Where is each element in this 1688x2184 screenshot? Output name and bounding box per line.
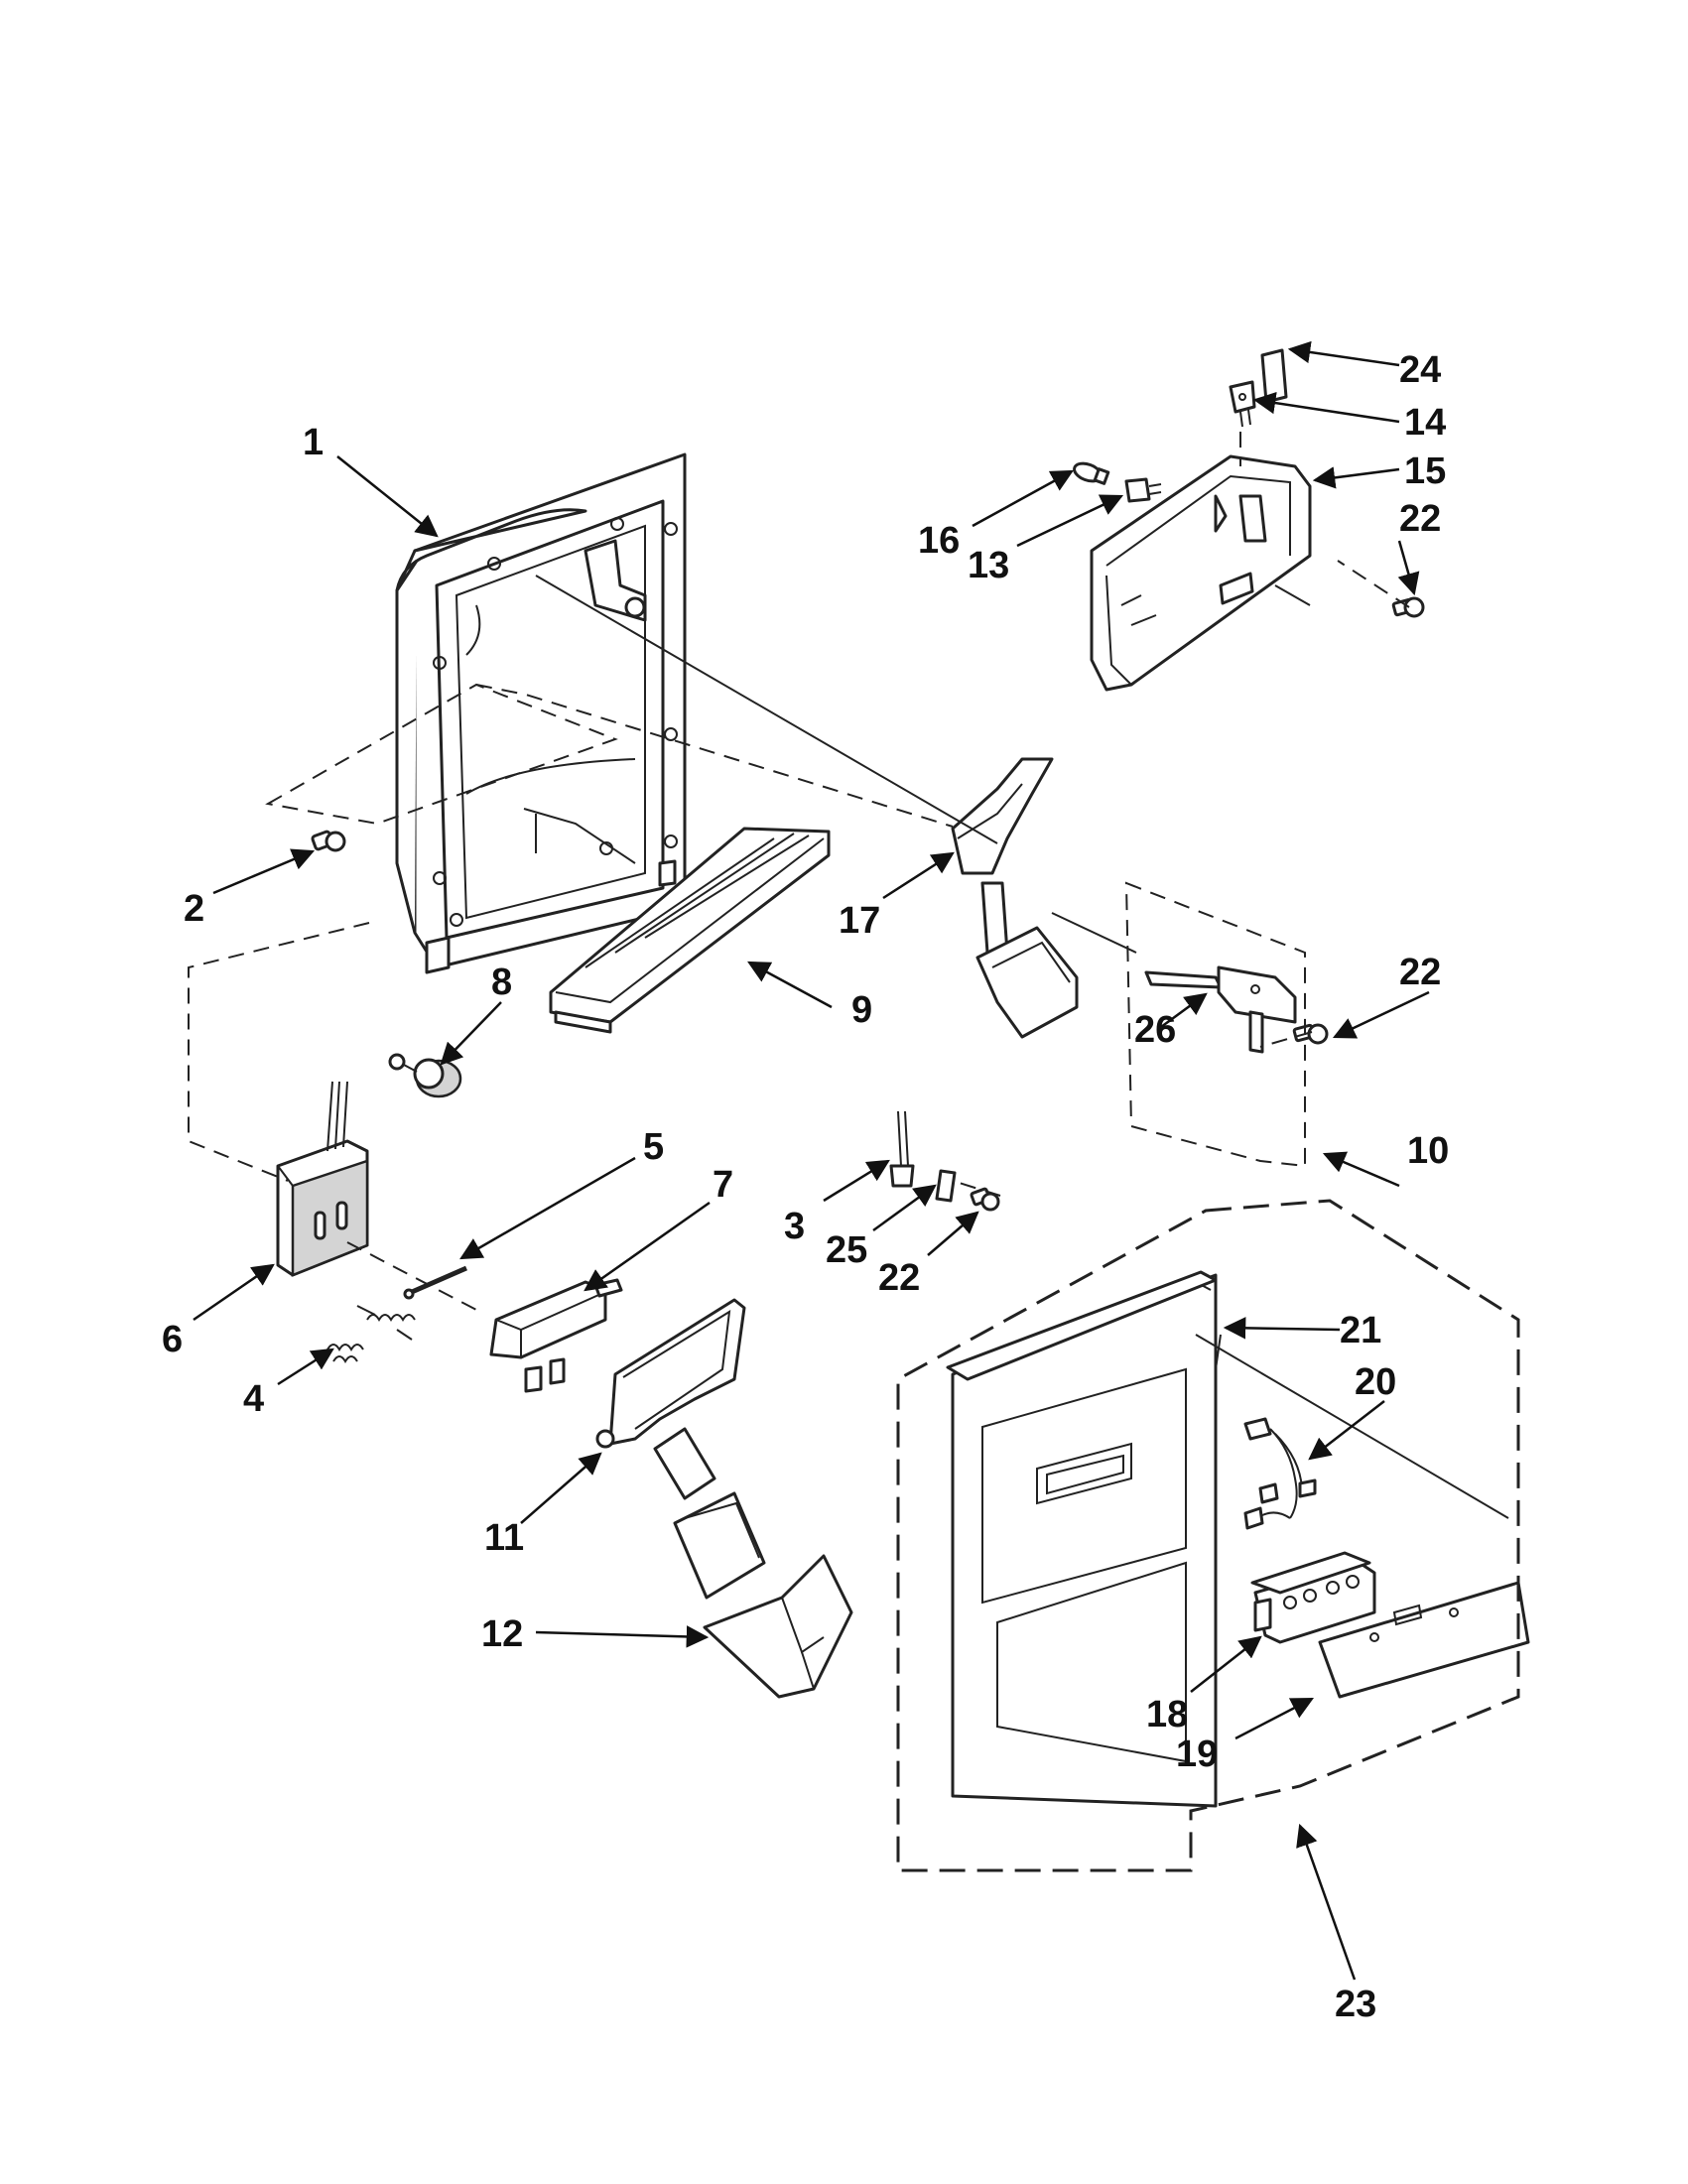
callout-10: 10 <box>1407 1130 1449 1172</box>
callout-19: 19 <box>1176 1734 1218 1775</box>
screw-22-mid <box>1292 1023 1329 1045</box>
callout-24: 24 <box>1399 349 1441 391</box>
assembly-guide-lines <box>188 432 1509 1519</box>
wire-harness <box>1243 1417 1317 1530</box>
dispenser-housing-frame <box>395 452 687 974</box>
callout-17: 17 <box>839 900 880 942</box>
callout-21: 21 <box>1340 1310 1381 1351</box>
callout-13: 13 <box>968 545 1009 586</box>
callout-1: 1 <box>303 422 324 463</box>
callout-18: 18 <box>1146 1694 1188 1735</box>
callout-8: 8 <box>491 962 512 1003</box>
screw-22-upper <box>1391 596 1425 618</box>
callout-leaders <box>193 340 1430 1981</box>
lever-bracket <box>489 1278 623 1393</box>
switch-insulator <box>1260 348 1288 404</box>
switch-actuator-clip <box>889 1110 1000 1212</box>
callout-15: 15 <box>1404 450 1446 492</box>
spring-set <box>326 1305 416 1363</box>
callout-22-upper: 22 <box>1399 498 1441 540</box>
callout-7: 7 <box>713 1164 733 1206</box>
water-dispenser-arm <box>951 757 1079 1039</box>
callout-26: 26 <box>1134 1009 1176 1051</box>
drip-tray <box>549 827 831 1034</box>
control-overlay <box>1318 1581 1530 1699</box>
switch-lever <box>1144 965 1297 1054</box>
callout-12: 12 <box>481 1613 523 1655</box>
callout-22-lower: 22 <box>878 1257 920 1299</box>
solenoid-module <box>276 1081 369 1277</box>
callout-4: 4 <box>243 1378 264 1420</box>
callout-20: 20 <box>1355 1361 1396 1403</box>
callout-25: 25 <box>826 1229 867 1271</box>
actuator-knob <box>388 1053 462 1098</box>
light-switch <box>1229 380 1256 428</box>
lamp-housing <box>1090 454 1312 692</box>
callout-6: 6 <box>162 1319 183 1360</box>
screw-2 <box>311 830 346 852</box>
callout-labels: 1 2 3 4 5 6 7 8 9 10 11 12 13 14 15 16 1… <box>162 349 1449 2025</box>
ice-dispenser-paddle <box>595 1298 766 1600</box>
callout-14: 14 <box>1404 402 1446 444</box>
callout-16: 16 <box>918 520 960 562</box>
callout-11: 11 <box>484 1517 524 1559</box>
callout-9: 9 <box>851 989 872 1031</box>
pivot-pin <box>403 1265 467 1300</box>
lamp-socket <box>1124 477 1162 503</box>
lamp-bulb <box>1073 461 1110 485</box>
callout-23: 23 <box>1335 1984 1376 2025</box>
callout-5: 5 <box>643 1126 664 1168</box>
front-dispenser-panel <box>946 1270 1218 1808</box>
callout-3: 3 <box>784 1206 805 1247</box>
control-board <box>1250 1551 1376 1644</box>
callout-2: 2 <box>184 888 204 930</box>
callout-22-mid: 22 <box>1399 952 1441 993</box>
assembly-boundary-10 <box>1124 881 1306 1168</box>
ice-chute-funnel <box>703 1554 853 1699</box>
assembly-boundary-23 <box>896 1199 1520 1872</box>
